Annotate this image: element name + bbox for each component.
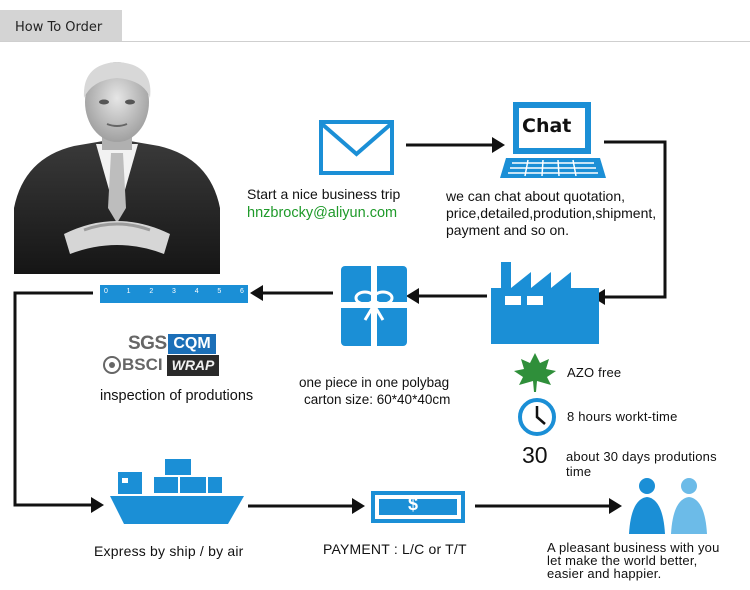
measuring-ruler-icon: 0 1 2 3 4 5 6 — [100, 285, 248, 303]
header-tab: How To Order — [0, 10, 122, 42]
ruler-tick: 1 — [126, 288, 131, 295]
shipping-label: Express by ship / by air — [94, 543, 244, 559]
packaging-line1: one piece in one polybag — [299, 375, 450, 390]
sgs-logo: SGS — [128, 333, 167, 354]
ruler-tick: 0 — [104, 288, 108, 295]
ruler-tick: 3 — [172, 288, 176, 295]
azo-free-label: AZO free — [567, 365, 622, 380]
packaging-line2: carton size: 60*40*40cm — [304, 392, 451, 407]
chat-text-line1: we can chat about quotation, — [446, 188, 626, 204]
payment-label: PAYMENT : L/C or T/T — [323, 541, 467, 557]
chat-text-line2: price,detailed,prodution,shipment, — [446, 205, 657, 221]
ruler-tick: 5 — [217, 288, 222, 295]
production-days-line1: about 30 days produtions — [566, 449, 717, 464]
work-hours-label: 8 hours workt-time — [567, 409, 678, 424]
money-bill-icon — [371, 491, 465, 523]
clock-icon — [518, 398, 556, 436]
ruler-tick: 4 — [194, 288, 199, 295]
ruler-tick: 6 — [240, 288, 244, 295]
ruler-tick: 2 — [149, 288, 154, 295]
header-tab-label: How To Order — [15, 20, 103, 35]
email-step-title: Start a nice business trip — [247, 186, 401, 202]
chat-screen-label: Chat — [522, 115, 572, 137]
cargo-ship-icon — [110, 459, 244, 524]
businessman-portrait — [14, 62, 220, 274]
chat-text-line3: payment and so on. — [446, 222, 569, 238]
days-number: 30 — [522, 442, 548, 468]
header-divider — [0, 41, 750, 42]
people-icon — [629, 478, 707, 534]
closing-line1: A pleasant business with you — [547, 540, 720, 555]
dollar-sign: $ — [408, 494, 419, 514]
closing-line2: let make the world better, — [547, 553, 698, 568]
laptop-chat-icon — [500, 102, 606, 178]
bsci-emblem-icon — [103, 356, 121, 374]
closing-line3: easier and happier. — [547, 566, 662, 581]
inspection-label: inspection of produtions — [100, 388, 254, 404]
factory-icon — [491, 262, 599, 344]
cqm-logo: CQM — [168, 334, 216, 354]
gift-package-icon — [341, 266, 407, 346]
wrap-logo: WRAP — [167, 355, 219, 376]
mail-icon — [319, 120, 394, 175]
production-days-line2: time — [566, 464, 592, 479]
bsci-logo: BSCI — [122, 355, 163, 374]
leaf-icon — [514, 353, 556, 392]
email-address-link[interactable]: hnzbrocky@aliyun.com — [247, 205, 398, 221]
